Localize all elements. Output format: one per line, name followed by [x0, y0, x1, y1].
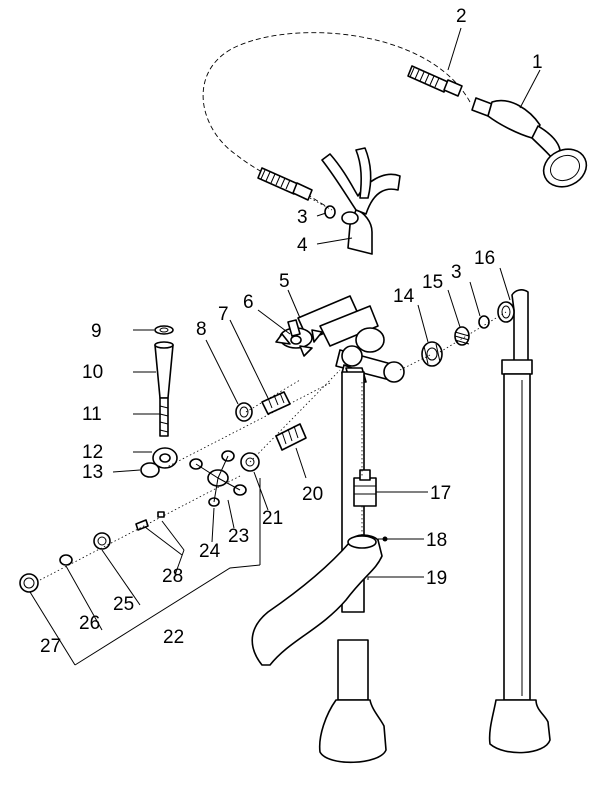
hand-shower [471, 97, 588, 188]
ring-27 [19, 573, 39, 593]
marker-dot-18 [382, 536, 388, 542]
mixer-body [297, 295, 405, 383]
spout-19 [251, 534, 383, 666]
callout-28: 28 [162, 566, 183, 587]
screw-cap-13 [140, 462, 160, 478]
callout-4: 4 [297, 235, 308, 256]
shower-holder [321, 147, 401, 255]
callout-23: 23 [228, 526, 249, 547]
callout-14: 14 [393, 286, 415, 307]
callout-25: 25 [113, 594, 134, 615]
callout-8: 8 [196, 319, 207, 340]
ring-25 [93, 532, 111, 550]
callout-19: 19 [426, 568, 447, 589]
cap-26 [59, 554, 73, 566]
callout-24: 24 [199, 541, 221, 562]
nut-8 [235, 402, 253, 422]
screw-28b [157, 511, 165, 518]
callout-21: 21 [262, 508, 283, 529]
cartridge-17 [353, 469, 377, 507]
callout-22: 22 [163, 627, 184, 648]
hose-end-lower [257, 167, 313, 201]
callout-11: 11 [82, 404, 102, 425]
cartridge-20 [275, 423, 307, 451]
callout-18: 18 [426, 530, 447, 551]
callout-1: 1 [532, 52, 543, 73]
callout-10: 10 [82, 362, 103, 383]
callout-5: 5 [279, 271, 290, 292]
handle-lever-10 [154, 344, 174, 399]
callout-15: 15 [422, 272, 443, 293]
handle-cap-9 [154, 325, 174, 335]
callout-20: 20 [302, 484, 323, 505]
callout-17: 17 [430, 483, 451, 504]
callout-12: 12 [82, 442, 103, 463]
callout-27: 27 [40, 636, 61, 657]
callout-9: 9 [91, 321, 102, 342]
handle-lever-10-top [154, 341, 174, 349]
screw-28 [135, 519, 149, 531]
callout-3-upper: 3 [297, 207, 308, 228]
callout-13: 13 [82, 462, 103, 483]
callout-3-right: 3 [451, 262, 462, 283]
alignment-lines [39, 197, 507, 581]
leader-lines [112, 27, 541, 580]
union-nut-14 [421, 341, 443, 367]
washer-upper [324, 205, 336, 219]
adaptor-15 [454, 326, 470, 346]
callout-16: 16 [474, 248, 495, 269]
spindle-11 [159, 397, 169, 437]
washer-right-3 [478, 315, 490, 329]
cross-handle-cold [189, 450, 247, 507]
callout-26: 26 [79, 613, 100, 634]
group-brackets [29, 478, 261, 666]
right-riser [488, 289, 551, 754]
callout-6: 6 [243, 292, 254, 313]
hose-path [202, 32, 471, 211]
hose-end-upper [407, 65, 463, 97]
callout-7: 7 [218, 304, 229, 325]
handle-body-12 [152, 447, 178, 469]
callout-2: 2 [456, 6, 467, 27]
callout-labels: 1 2 3 4 5 6 7 8 9 10 11 12 13 14 15 3 16… [40, 6, 543, 657]
